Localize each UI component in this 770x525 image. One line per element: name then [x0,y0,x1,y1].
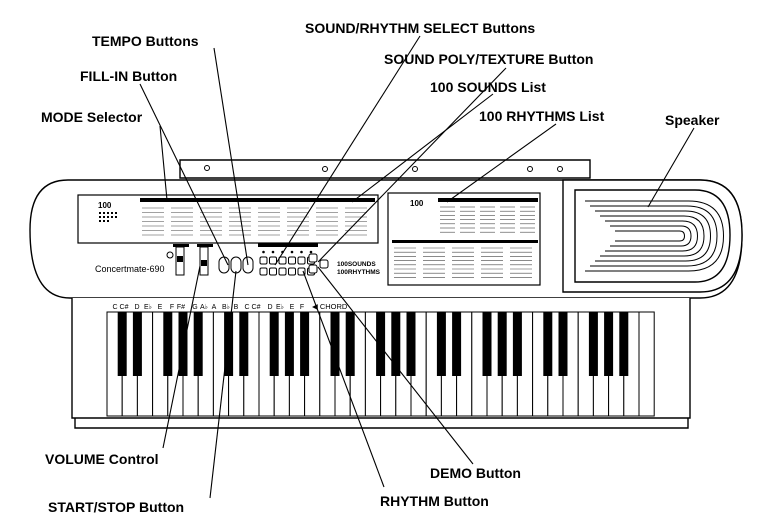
logo-rhythms: 100RHYTHMS [337,269,381,276]
function-button[interactable] [308,253,318,263]
label-demo: DEMO Button [430,465,521,481]
black-key[interactable] [452,312,462,376]
speaker-grille-line [595,210,712,262]
note-label: A [212,304,217,311]
black-key[interactable] [269,312,279,376]
right-badge-number: 100 [410,199,424,208]
black-key[interactable] [284,312,294,376]
black-key[interactable] [436,312,446,376]
select-button[interactable] [259,267,268,276]
select-button[interactable] [297,256,306,265]
black-key[interactable] [391,312,401,376]
label-sound-rhythm-select: SOUND/RHYTHM SELECT Buttons [305,20,536,36]
label-rhythms-list: 100 RHYTHMS List [479,108,605,124]
speaker-grille-line [590,205,718,267]
note-label: C [112,304,117,311]
select-button[interactable] [288,267,296,276]
function-button[interactable] [308,264,318,274]
select-button[interactable] [288,256,296,265]
chord-label: ◀ CHORD [312,302,348,311]
right-panel: 100 [387,192,541,286]
speaker-grille-line [605,220,699,252]
black-key[interactable] [619,312,629,376]
black-key[interactable] [330,312,340,376]
note-label: C [244,304,249,311]
note-label: A♭ [200,303,208,311]
black-key[interactable] [512,312,522,376]
note-label: E [158,304,163,311]
indicator-dot [300,250,303,254]
label-sound-poly-texture: SOUND POLY/TEXTURE Button [384,51,594,67]
left-badge-number: 100 [98,201,112,210]
black-key[interactable] [117,312,127,376]
select-button[interactable] [269,267,277,276]
black-key[interactable] [406,312,416,376]
speaker-grille-line [600,215,705,257]
black-key[interactable] [543,312,553,376]
note-label: F [170,304,174,311]
note-label: G [192,304,197,311]
left-panel: 100 [77,194,379,244]
select-button[interactable] [269,256,277,265]
black-keys [117,312,629,376]
note-label: C# [120,304,129,311]
note-label: D [134,304,139,311]
note-label: F [300,304,304,311]
model-name: Concertmate-690 [95,264,165,274]
black-key[interactable] [558,312,568,376]
black-key[interactable] [163,312,173,376]
indicator-dot [271,250,275,254]
note-label: F# [177,304,185,311]
speaker [562,179,743,293]
note-label: E [290,304,295,311]
black-key[interactable] [497,312,507,376]
note-label: D [267,304,272,311]
note-label: B♭ [222,303,230,311]
select-button[interactable] [278,256,287,265]
speaker-grille-line [615,230,686,242]
black-key[interactable] [178,312,188,376]
label-mode-selector: MODE Selector [41,109,143,125]
label-fill-in: FILL-IN Button [80,68,178,84]
logo-sounds: 100SOUNDS [337,261,376,268]
label-tempo: TEMPO Buttons [92,33,199,49]
black-key[interactable] [482,312,492,376]
speaker-grille-line [610,225,692,247]
black-key[interactable] [604,312,614,376]
function-button[interactable] [319,259,329,269]
speaker-grille-line [585,200,725,272]
black-key[interactable] [193,312,203,376]
select-button[interactable] [278,267,287,276]
indicator-dot [309,250,313,254]
indicator-dot [262,250,265,254]
label-sounds-list: 100 SOUNDS List [430,79,546,95]
label-start-stop: START/STOP Button [48,499,185,515]
label-rhythm: RHYTHM Button [380,493,489,509]
control-button[interactable] [230,256,242,274]
select-button[interactable] [297,267,306,276]
black-key[interactable] [345,312,355,376]
note-label: E♭ [276,303,284,311]
white-key[interactable] [638,311,655,417]
note-label: E♭ [144,303,152,311]
note-label: B [234,304,239,311]
black-key[interactable] [239,312,249,376]
note-label: C# [252,304,261,311]
black-key[interactable] [588,312,598,376]
black-key[interactable] [300,312,310,376]
black-key[interactable] [224,312,234,376]
select-button[interactable] [259,256,268,265]
label-volume-control: VOLUME Control [45,451,159,467]
label-speaker: Speaker [665,112,720,128]
black-key[interactable] [376,312,386,376]
panel-screws [204,165,563,172]
leader-lines [139,35,695,499]
black-key[interactable] [132,312,142,376]
indicator-dot [290,250,294,254]
